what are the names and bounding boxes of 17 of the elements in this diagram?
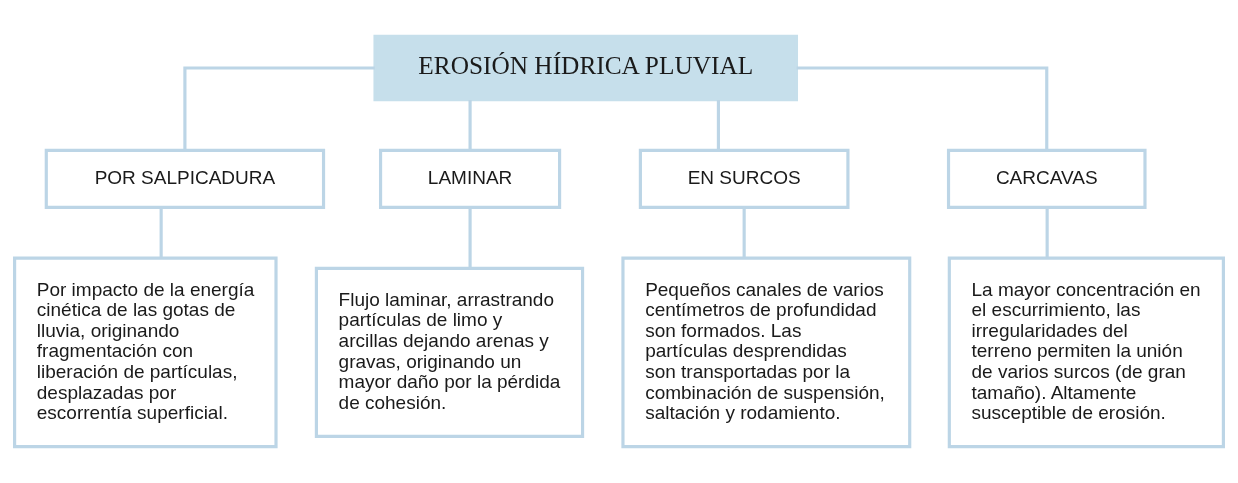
connector	[468, 100, 472, 151]
connector	[716, 100, 720, 151]
node-box: POR SALPICADURA	[44, 148, 326, 210]
connector	[159, 207, 163, 258]
connector	[742, 207, 746, 258]
connector	[1045, 207, 1049, 258]
node-box: LAMINAR	[379, 148, 562, 210]
node-box: EROSIÓN HÍDRICA PLUVIAL	[373, 34, 799, 102]
node-box: La mayor concentración en el escurrimiento, las irregularidades del terreno permiten la unión de varios surcos (de gran tamaño). Altamente susceptible de erosión.	[947, 256, 1225, 449]
node-box: Por impacto de la energía cinética de las gotas de lluvia, originando fragmentación con liberación de partículas, desplazadas por escorrentía superficial.	[13, 256, 278, 449]
node-box: Flujo laminar, arrastrando partículas de limo y arcillas dejando arenas y gravas, originando un mayor daño por la pérdida de cohesión.	[314, 266, 585, 438]
node-box: CARCAVAS	[946, 148, 1147, 210]
connector	[796, 66, 1049, 151]
connector	[468, 207, 472, 269]
node-box: Pequeños canales de varios centímetros de profundidad son formados. Las partículas desprendidas son transportadas por la combinación de suspensión, saltación y rodamiento.	[621, 256, 912, 449]
node-box: EN SURCOS	[638, 148, 850, 210]
connector	[183, 66, 375, 151]
